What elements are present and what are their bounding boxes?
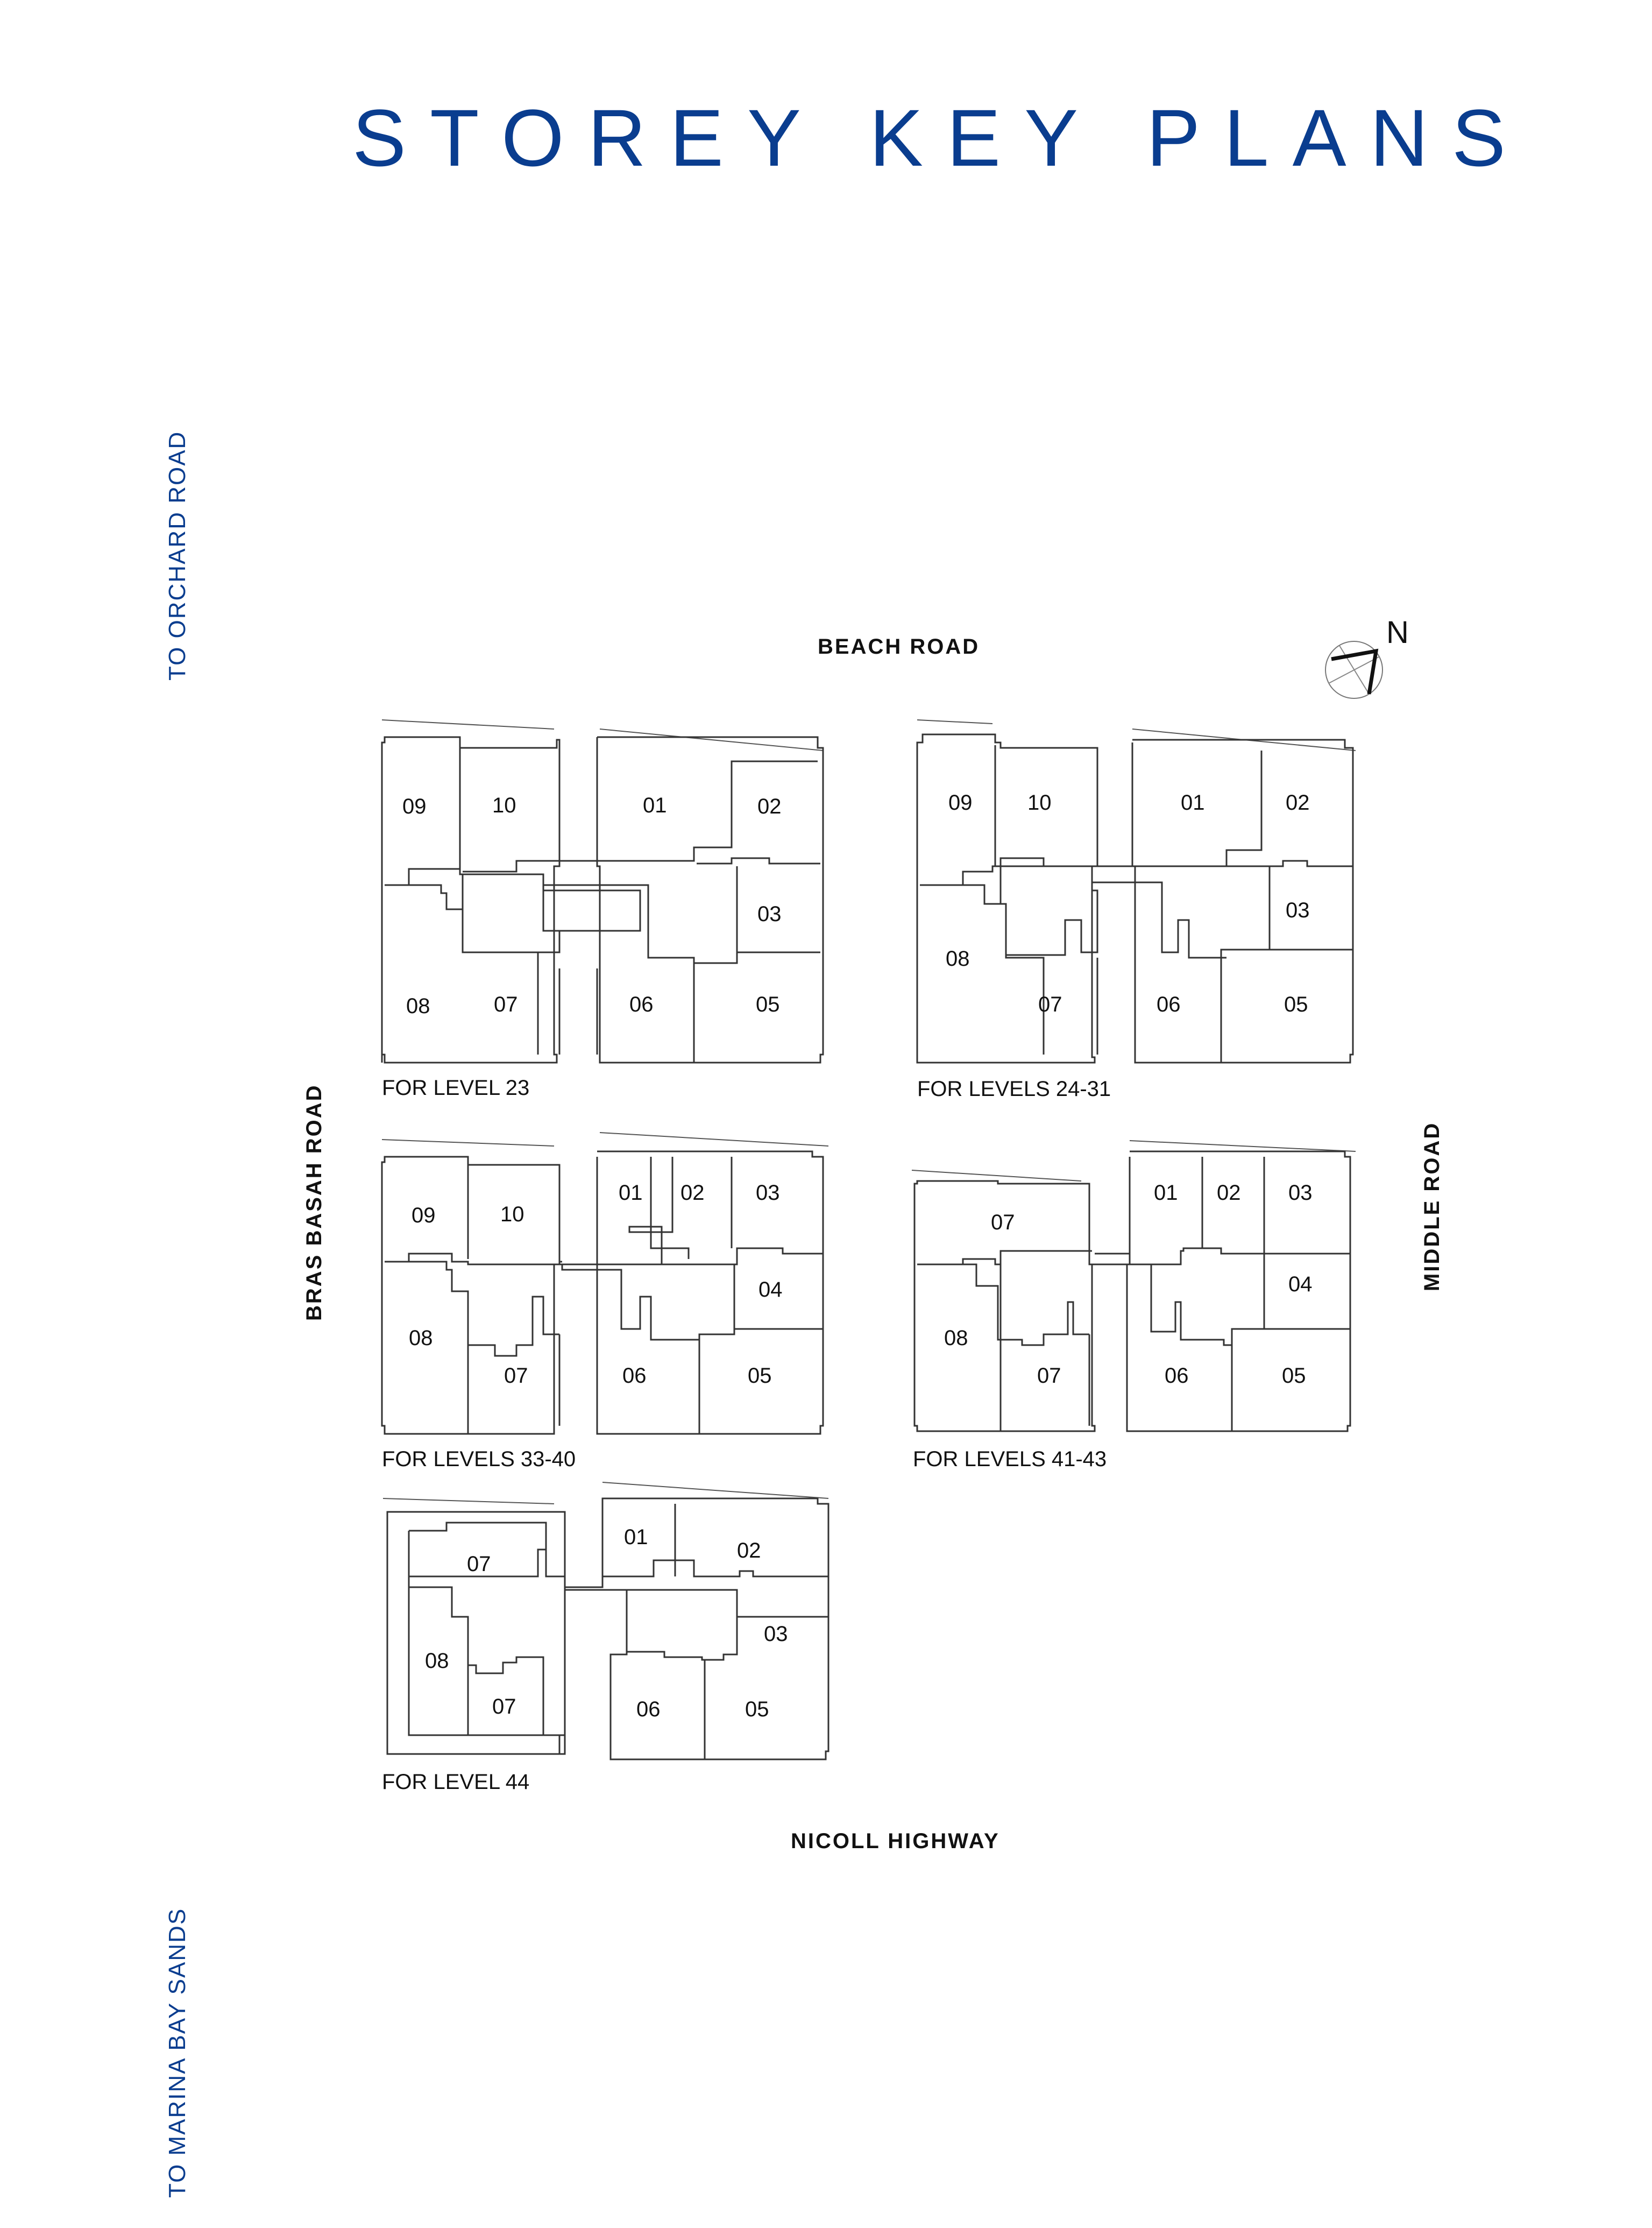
unit-label: 09	[402, 795, 427, 818]
unit-label: 03	[764, 1622, 788, 1646]
unit-label: 06	[629, 993, 654, 1016]
unit-label: 01	[619, 1181, 643, 1205]
unit-label: 08	[406, 994, 430, 1018]
unit-label: 01	[1154, 1181, 1178, 1205]
unit-label: 09	[948, 791, 973, 815]
unit-label: 08	[425, 1649, 449, 1673]
unit-label: 07	[492, 1695, 516, 1718]
unit-label: 06	[622, 1364, 647, 1388]
unit-label: 10	[500, 1203, 524, 1226]
unit-label: 02	[1217, 1181, 1241, 1205]
key-plan-level-23: 09 10 01 02 03 08 07 06 05 FOR LEVEL 23	[381, 719, 824, 1100]
unit-label: 02	[757, 795, 782, 818]
unit-label: 08	[946, 947, 970, 971]
unit-label: 06	[1165, 1364, 1189, 1388]
unit-label: 05	[1282, 1364, 1306, 1388]
unit-label: 04	[758, 1278, 783, 1302]
key-plan-level-44: 07 01 02 03 08 07 06 05 FOR LEVEL 44	[382, 1482, 829, 1794]
unit-label: 01	[624, 1525, 648, 1549]
unit-label: 03	[756, 1181, 780, 1205]
plan-caption: FOR LEVEL 23	[382, 1076, 529, 1100]
unit-label: 07	[1038, 993, 1062, 1016]
unit-label: 06	[1157, 993, 1181, 1016]
unit-label: 08	[409, 1326, 433, 1350]
unit-label: 07	[467, 1552, 491, 1576]
unit-label: 03	[757, 902, 782, 926]
unit-label: 10	[1027, 791, 1052, 815]
unit-label: 05	[748, 1364, 772, 1388]
plan-caption: FOR LEVEL 44	[382, 1770, 529, 1794]
unit-label: 05	[756, 993, 780, 1016]
unit-label: 06	[636, 1697, 661, 1721]
road-beach-road: BEACH ROAD	[818, 635, 980, 659]
unit-label: 02	[737, 1539, 761, 1562]
north-arrow-icon: N	[1325, 615, 1409, 699]
unit-label: 04	[1288, 1272, 1313, 1296]
road-nicoll-highway: NICOLL HIGHWAY	[791, 1829, 1000, 1853]
unit-label: 03	[1288, 1181, 1313, 1205]
key-plan-levels-41-43: 07 01 02 03 04 08 07 06 05 FOR LEVELS 41…	[911, 1140, 1356, 1471]
unit-label: 09	[412, 1204, 436, 1227]
unit-label: 05	[745, 1697, 769, 1721]
unit-label: 07	[1037, 1364, 1061, 1388]
key-plan-levels-33-40: 09 10 01 02 03 04 08 07 06 05 FOR LEVELS…	[381, 1132, 829, 1471]
compass-label: N	[1386, 615, 1409, 650]
unit-label: 02	[1286, 791, 1310, 815]
key-plan-levels-24-31: 09 10 01 02 03 08 07 06 05 FOR LEVELS 24…	[916, 719, 1356, 1101]
unit-label: 02	[680, 1181, 705, 1205]
unit-label: 08	[944, 1326, 968, 1350]
unit-label: 01	[643, 794, 667, 817]
unit-label: 05	[1284, 993, 1308, 1016]
plan-caption: FOR LEVELS 33-40	[382, 1447, 576, 1471]
plan-caption: FOR LEVELS 41-43	[913, 1447, 1107, 1471]
page-title: STOREY KEY PLANS	[352, 93, 1530, 183]
unit-label: 03	[1286, 899, 1310, 922]
unit-label: 07	[504, 1364, 528, 1388]
unit-label: 01	[1181, 791, 1205, 815]
unit-label: 07	[991, 1211, 1015, 1234]
plan-caption: FOR LEVELS 24-31	[917, 1077, 1111, 1101]
unit-label: 10	[492, 794, 516, 817]
unit-label: 07	[494, 993, 518, 1016]
